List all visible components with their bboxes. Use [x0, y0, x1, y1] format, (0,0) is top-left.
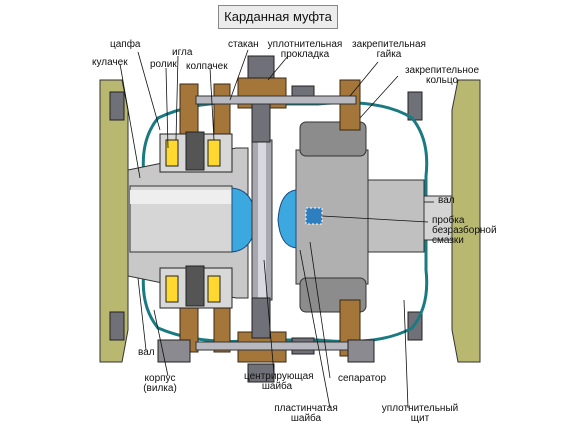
top-rod [195, 95, 357, 105]
label-fist: кулачек [92, 57, 128, 68]
label-shaft-right: вал [438, 195, 455, 206]
bearing-bottom [159, 265, 233, 309]
label-ring: колпачек [186, 61, 228, 72]
diagram-title: Карданная муфта [218, 5, 338, 29]
left-flange [99, 79, 129, 363]
label-lock-nut: закрепительная гайка [352, 39, 426, 60]
right-flange [451, 79, 481, 363]
label-seal-shield: уплотнительный щит [381, 403, 459, 424]
right-cyan-cap [277, 189, 297, 249]
leader-lines [119, 49, 434, 409]
right-shaft [367, 179, 425, 253]
label-centering-washer: центрирующая шайба [244, 371, 314, 392]
grease-plug [305, 207, 323, 225]
label-lock-ring: закрепительное кольцо [404, 65, 480, 86]
label-seal-gasket: уплотнительная прокладка [267, 39, 343, 60]
label-housing: корпус (вилка) [143, 373, 177, 394]
bearing-top [159, 131, 233, 173]
label-plate-washer: пластинчатая шайба [274, 403, 338, 424]
bottom-rod [195, 341, 357, 351]
label-separator: сепаратор [338, 373, 387, 384]
label-glass: стакан [228, 39, 259, 50]
label-needle: игла [172, 47, 193, 58]
label-roller: ролик [150, 59, 177, 70]
label-grease-plug: пробка безразборной смазки [432, 215, 497, 246]
label-shaft-left: вал [138, 347, 155, 358]
label-cup: цапфа [110, 39, 141, 50]
flange-bolts [109, 91, 423, 341]
